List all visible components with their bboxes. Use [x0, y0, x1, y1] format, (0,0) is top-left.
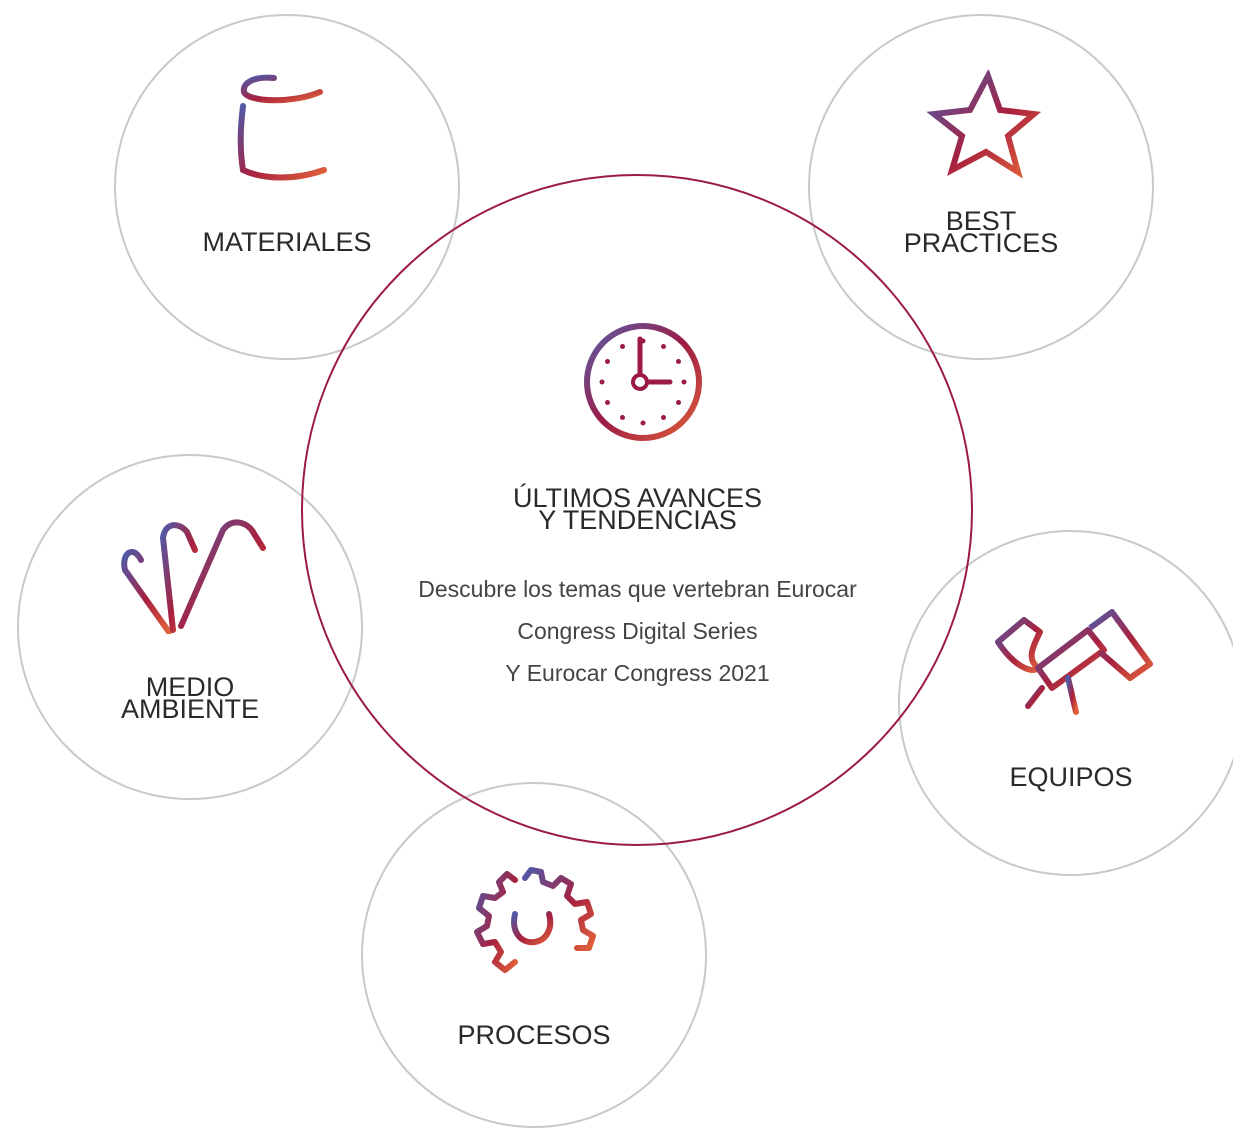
topic-materiales[interactable]: MATERIALES [114, 14, 460, 360]
topic-procesos[interactable]: PROCESOS [361, 782, 707, 1128]
topic-label-procesos: PROCESOS [457, 1020, 611, 1050]
center-description-line: Descubre los temas que vertebran Eurocar [418, 576, 857, 602]
clock-icon [584, 323, 702, 441]
topic-best-practices[interactable]: BEST PRACTICES [808, 14, 1154, 360]
topic-medio-ambiente[interactable]: MEDIO AMBIENTE [17, 454, 363, 800]
center-title: ÚLTIMOS AVANCES Y TENDENCIAS [512, 483, 763, 535]
topic-equipos[interactable]: EQUIPOS [898, 530, 1233, 876]
center-description-line: Y Eurocar Congress 2021 [505, 660, 770, 686]
center-description-line: Congress Digital Series [517, 618, 758, 644]
topic-label-materiales: MATERIALES [202, 227, 372, 257]
spray-gun-icon [995, 609, 1153, 715]
topic-label-medio-ambiente: MEDIO AMBIENTE [120, 672, 260, 724]
topic-label-best-practices: BEST PRACTICES [903, 206, 1059, 258]
center-description: Descubre los temas que vertebran Eurocar… [390, 568, 885, 694]
environment-icon [121, 519, 266, 634]
gear-icon [474, 867, 596, 973]
materials-icon [237, 74, 327, 181]
topic-label-equipos: EQUIPOS [1009, 762, 1133, 792]
star-icon [926, 70, 1042, 179]
